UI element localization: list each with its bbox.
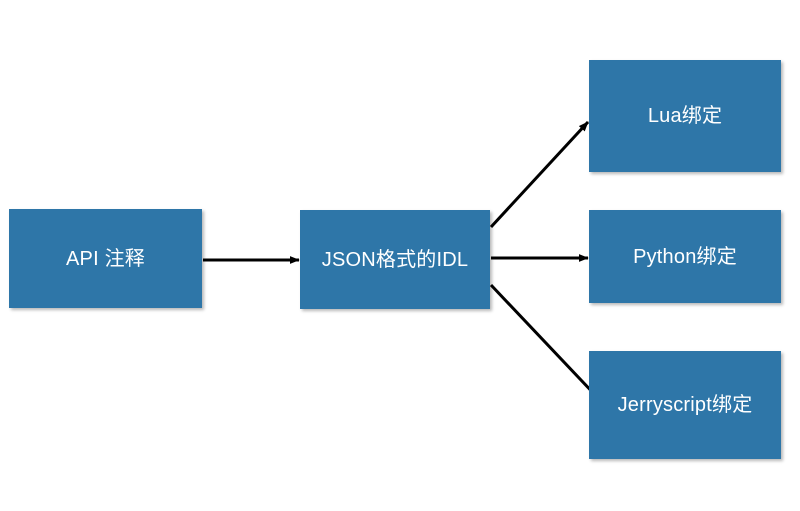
node-jerryscript-binding[interactable]: Jerryscript绑定 xyxy=(589,351,781,459)
node-lua-binding[interactable]: Lua绑定 xyxy=(589,60,781,172)
connector-idl-to-lua xyxy=(489,120,590,229)
node-json-idl[interactable]: JSON格式的IDL xyxy=(300,210,490,309)
node-python-binding[interactable]: Python绑定 xyxy=(589,210,781,303)
node-python-binding-label: Python绑定 xyxy=(633,245,737,268)
connector-idl-to-jerryscript xyxy=(489,283,600,400)
node-json-idl-label: JSON格式的IDL xyxy=(321,248,469,271)
node-api-annotation-label: API 注释 xyxy=(66,247,145,270)
node-api-annotation[interactable]: API 注释 xyxy=(9,209,202,308)
node-jerryscript-binding-label: Jerryscript绑定 xyxy=(617,394,753,416)
node-lua-binding-label: Lua绑定 xyxy=(647,105,723,127)
